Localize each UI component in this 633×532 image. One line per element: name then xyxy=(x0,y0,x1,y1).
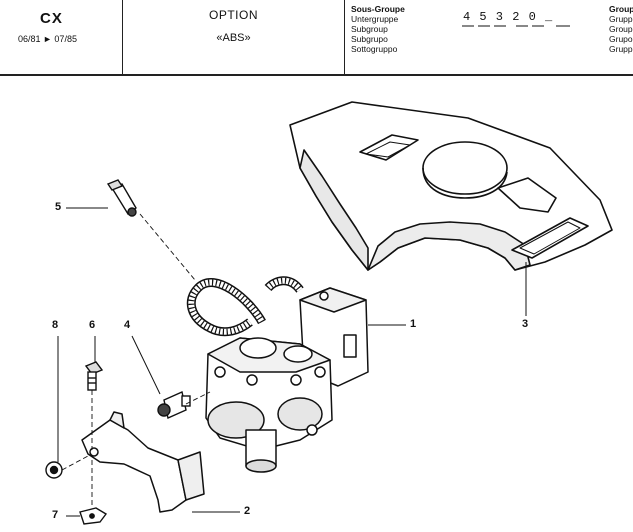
option-name: «ABS» xyxy=(216,32,251,44)
subgroup-label-es: Subgrupo xyxy=(351,34,388,44)
callout-4: 4 xyxy=(124,319,131,331)
heat-shield-part xyxy=(289,101,613,271)
abs-hydraulic-unit-part xyxy=(205,287,369,473)
callout-8: 8 xyxy=(52,319,59,331)
header: CX 06/81 ► 07/85 OPTION «ABS» Sous-Group… xyxy=(0,0,633,76)
subgroup-label-fr: Sous-Groupe xyxy=(351,4,405,14)
group-labels: Group Grupp Group Grupo Grupp xyxy=(609,4,633,54)
assembly-lines xyxy=(61,213,211,506)
callout-6: 6 xyxy=(89,319,96,331)
header-divider xyxy=(0,74,633,76)
group-label-en: Group xyxy=(609,24,633,34)
group-label-fr: Group xyxy=(609,4,633,14)
sensor-part xyxy=(106,179,137,217)
group-label-es: Grupo xyxy=(609,34,633,44)
subgroup-labels: Sous-Groupe Untergruppe Subgroup Subgrup… xyxy=(351,4,405,54)
callout-7: 7 xyxy=(52,509,59,521)
subgroup-reference: 4 5 3 2 0 _ xyxy=(463,10,554,24)
callout-3: 3 xyxy=(522,318,529,330)
bolt-part xyxy=(84,361,104,391)
date-range: 06/81 ► 07/85 xyxy=(18,34,77,44)
bracket-part xyxy=(81,411,205,513)
model-name: CX xyxy=(40,10,63,27)
leader-lines xyxy=(57,207,527,517)
subgroup-label-en: Subgroup xyxy=(351,24,388,34)
nut-part xyxy=(45,461,63,479)
hydraulic-hose xyxy=(186,276,304,337)
subgroup-label-it: Sottogruppo xyxy=(351,44,398,54)
group-label-it: Grupp xyxy=(609,44,633,54)
callout-2: 2 xyxy=(244,505,251,517)
rubber-mount-part xyxy=(157,391,191,419)
callout-5: 5 xyxy=(55,201,62,213)
group-label-de: Grupp xyxy=(609,14,633,24)
clip-part xyxy=(79,507,108,525)
callout-1: 1 xyxy=(410,318,417,330)
subgroup-label-de: Untergruppe xyxy=(351,14,399,24)
option-title: OPTION xyxy=(208,8,258,22)
